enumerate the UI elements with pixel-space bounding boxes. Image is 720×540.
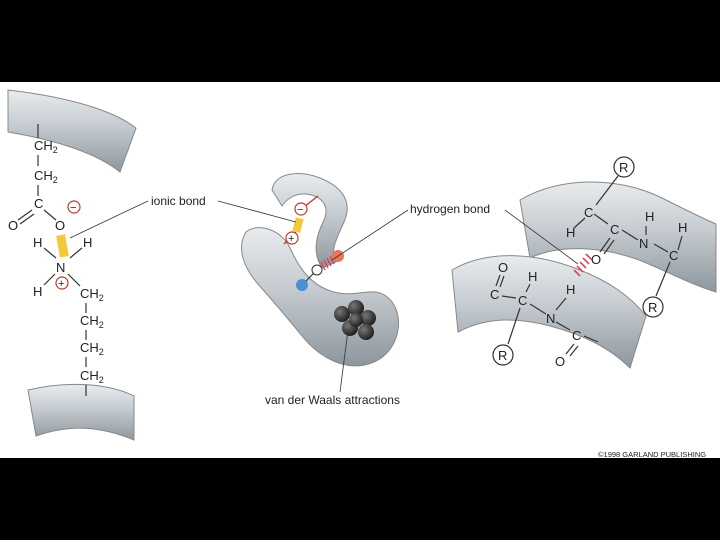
- copyright-notice: ©1998 GARLAND PUBLISHING: [598, 450, 706, 459]
- atom-h: H: [566, 225, 575, 240]
- atom-o: O: [498, 260, 508, 275]
- positive-charge: +: [58, 278, 64, 290]
- negative-charge: −: [70, 202, 76, 214]
- atom-o: O: [555, 354, 565, 369]
- hydrogen-bond-label: hydrogen bond: [410, 202, 490, 216]
- atom-h: H: [678, 220, 687, 235]
- atom-n: N: [546, 311, 555, 326]
- hydrogen-ball: [312, 265, 322, 275]
- atom-r: R: [648, 300, 657, 315]
- atom-h: H: [566, 282, 575, 297]
- atom-c: C: [34, 196, 43, 211]
- atom-c: C: [572, 328, 581, 343]
- atom-c: C: [610, 222, 619, 237]
- atom-h: H: [528, 269, 537, 284]
- atom-n: N: [639, 236, 648, 251]
- atom-o-double: O: [8, 218, 18, 233]
- atom-o-carboxylate: O: [55, 218, 65, 233]
- atom-c: C: [669, 248, 678, 263]
- atom-n: N: [56, 260, 65, 275]
- atom-h: H: [83, 235, 92, 250]
- atom-h: H: [645, 209, 654, 224]
- atom-o: O: [591, 252, 601, 267]
- positive-charge: +: [288, 233, 294, 245]
- atom-c: C: [584, 205, 593, 220]
- van-der-waals-label: van der Waals attractions: [265, 393, 400, 407]
- atom-c: C: [490, 287, 499, 302]
- negative-charge: −: [297, 204, 303, 216]
- atom-r: R: [619, 160, 628, 175]
- atom-h: H: [33, 235, 42, 250]
- atom-h: H: [33, 284, 42, 299]
- ionic-bond-label: ionic bond: [151, 194, 206, 208]
- atom-c: C: [518, 293, 527, 308]
- atom-r: R: [498, 348, 507, 363]
